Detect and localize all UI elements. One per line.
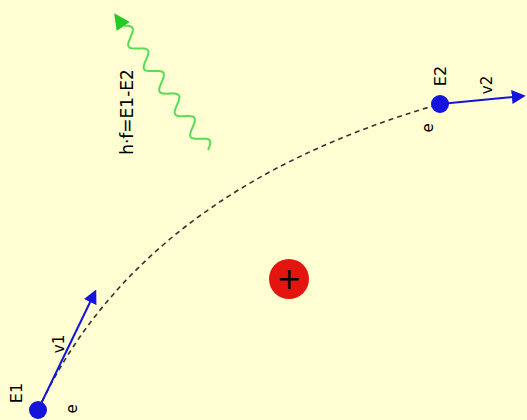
velocity-arrow (38, 292, 95, 410)
electron-label: e (65, 404, 80, 413)
velocity-label: v2 (480, 76, 495, 94)
electron (29, 401, 47, 419)
nucleus (269, 259, 309, 299)
energy-label: E2 (433, 66, 449, 86)
trajectory (38, 104, 440, 410)
charge-sign: + (268, 258, 310, 300)
charge-circle: + (268, 258, 310, 300)
energy-label: E1 (9, 383, 25, 403)
electron (431, 95, 449, 113)
velocity-label: v1 (52, 335, 67, 353)
electron-label: e (421, 123, 436, 132)
velocity-arrow (440, 96, 523, 104)
photon-energy-label: h·f=E1-E2 (119, 69, 136, 155)
